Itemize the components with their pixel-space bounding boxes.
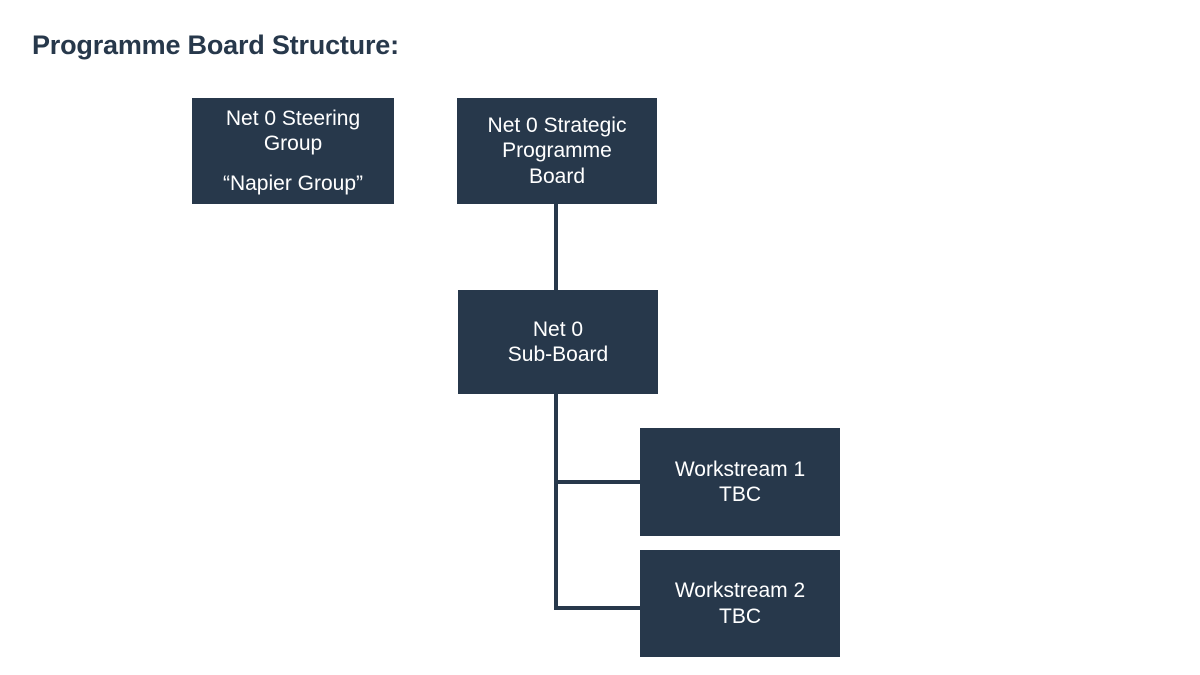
node-label-line-2: Group bbox=[263, 132, 323, 156]
node-net-0-strategic-programme-board[interactable]: Net 0 Strategic Programme Board bbox=[457, 98, 657, 204]
connector-branch-to-workstream-1 bbox=[554, 480, 644, 484]
node-label-line-2: Sub-Board bbox=[507, 343, 609, 366]
node-label-line-2: Programme bbox=[502, 139, 612, 163]
connector-sub-board-trunk bbox=[554, 394, 558, 610]
connector-branch-to-workstream-2 bbox=[554, 606, 644, 610]
node-label-line-1: Net 0 Strategic bbox=[487, 114, 627, 138]
connector-strategic-board-to-sub-board bbox=[554, 204, 558, 292]
node-label-line-2: TBC bbox=[719, 604, 761, 628]
node-label-line-1: Net 0 Steering bbox=[225, 107, 361, 131]
page-title: Programme Board Structure: bbox=[32, 30, 399, 60]
node-workstream-1[interactable]: Workstream 1 TBC bbox=[640, 428, 840, 536]
node-net-0-steering-group[interactable]: Net 0 Steering Group “Napier Group” bbox=[192, 98, 394, 204]
node-label-line-2: TBC bbox=[719, 483, 761, 506]
node-label-line-1: Net 0 bbox=[532, 317, 584, 341]
node-label-line-3: “Napier Group” bbox=[222, 171, 364, 195]
node-label-line-1: Workstream 1 bbox=[674, 457, 806, 481]
node-label-line-3: Board bbox=[528, 164, 586, 188]
node-workstream-2[interactable]: Workstream 2 TBC bbox=[640, 550, 840, 657]
node-label-line-1: Workstream 2 bbox=[674, 579, 806, 603]
node-net-0-sub-board[interactable]: Net 0 Sub-Board bbox=[458, 290, 658, 394]
